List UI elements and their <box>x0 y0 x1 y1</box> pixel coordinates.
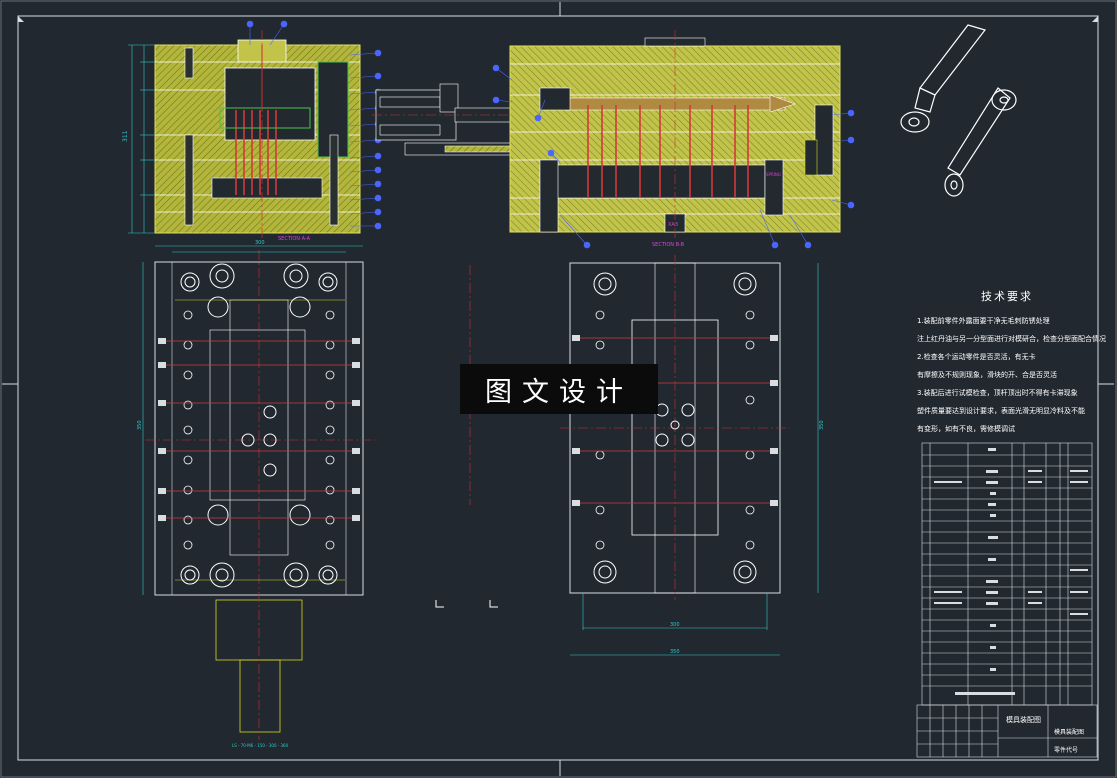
title-block-part-no: 零件代号 <box>1054 746 1078 754</box>
bottom-callout: LS - 70-M6 - 150 - 300 - 360 <box>232 743 289 748</box>
section-a-view: 311 SECTION A-A <box>122 20 382 242</box>
notes-line-4: 有摩擦及不规则现象，滑块的开、合是否灵活 <box>917 371 1057 379</box>
part-isometric-views <box>900 24 1017 197</box>
notes-title: 技术要求 <box>981 290 1033 303</box>
bill-of-materials <box>921 442 1093 706</box>
section-a-label: SECTION A-A <box>278 236 311 242</box>
section-b-view: ХАЗ SPRING SECTION B-B <box>492 30 855 249</box>
block-label: ХАЗ <box>668 222 678 228</box>
title-block-drawing-no: 模具装配图 <box>1054 728 1084 736</box>
notes-line-3: 2.检查各个运动零件是否灵活，有无卡 <box>917 353 1036 361</box>
dim-total-height: 311 <box>122 130 129 142</box>
notes-line-1: 1.装配前零件外露面要干净无毛刺防锈处理 <box>917 317 1050 325</box>
dim-right-height: 350 <box>819 420 825 430</box>
bom-cell-fills <box>934 448 1088 695</box>
title-block-title: 模具装配图 <box>1006 715 1041 724</box>
notes-line-6: 塑件质量要达到设计要求，表面光滑无明显冷料及不能 <box>917 407 1085 415</box>
slide-assembly <box>372 83 516 156</box>
plan-view-right: 300 350 350 <box>560 255 825 656</box>
title-block <box>916 704 1098 758</box>
dim-right-outer: 350 <box>670 649 680 655</box>
section-b-label: SECTION B-B <box>652 242 685 248</box>
technical-requirements: 技术要求 1.装配前零件外露面要干净无毛刺防锈处理 注上红丹油与另一分型面进行对… <box>917 288 1106 438</box>
spring-label: SPRING <box>766 172 781 177</box>
dim-left-height: 350 <box>137 420 143 430</box>
dim-left-width: 300 <box>255 240 265 246</box>
watermark-banner: 图文设计 <box>460 364 658 414</box>
notes-line-5: 3.装配后进行试模检查，顶杆顶出时不得有卡滞现象 <box>917 389 1078 397</box>
plan-view-left: 300 350 LS - 70-M6 - 150 - 300 - 360 <box>137 240 498 748</box>
dim-right-inner: 300 <box>670 622 680 628</box>
notes-line-2: 注上红丹油与另一分型面进行对模研合，检查分型面配合情况 <box>917 335 1106 343</box>
notes-line-7: 有变形，如有不良，需修模调试 <box>917 425 1015 433</box>
